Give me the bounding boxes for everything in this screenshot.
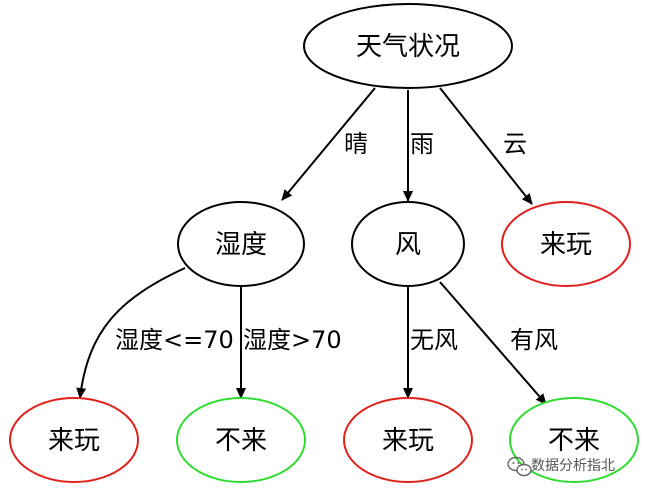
wechat-icon [507,456,532,477]
edge-label-rainy: 雨 [410,130,434,158]
node-play-no-wind-label: 来玩 [382,426,434,456]
node-play-cloudy: 来玩 [501,201,631,287]
node-play-low-humidity: 来玩 [9,397,139,483]
node-noplay-high-humidity-shape [176,397,306,483]
node-play-cloudy-shape [501,201,631,287]
edge-label-cloudy: 云 [503,130,527,158]
edge-label-humidity-high: 湿度>70 [243,326,342,354]
edge-labels: 晴 雨 云 湿度<=70 湿度>70 无风 有风 [115,130,558,354]
edge-wind-windy [439,281,547,405]
node-noplay-high-humidity: 不来 [176,397,306,483]
node-play-no-wind: 来玩 [343,397,473,483]
node-noplay-high-humidity-label: 不来 [215,426,267,456]
node-play-low-humidity-label: 来玩 [48,426,100,456]
node-weather-shape [303,3,513,89]
node-weather-label: 天气状况 [356,32,460,62]
watermark-text: 数据分析指北 [531,458,615,474]
node-humidity-shape [177,201,305,287]
node-wind-label: 风 [395,230,421,260]
node-play-no-wind-shape [343,397,473,483]
edge-label-humidity-low: 湿度<=70 [115,326,234,354]
node-play-cloudy-label: 来玩 [540,230,592,260]
edge-label-sunny: 晴 [344,130,368,158]
node-noplay-windy-shape [509,397,639,483]
node-humidity-label: 湿度 [215,230,267,260]
edges [76,87,547,405]
node-wind-shape [351,201,465,287]
node-weather: 天气状况 [303,3,513,89]
node-play-low-humidity-shape [9,397,139,483]
edge-humidity-low [76,267,186,399]
node-noplay-windy-label: 不来 [548,426,600,456]
edge-weather-cloudy [439,87,533,205]
edge-label-windy: 有风 [510,326,558,354]
watermark: 数据分析指北 [507,456,615,477]
node-noplay-windy: 不来 [509,397,639,483]
node-wind: 风 [351,201,465,287]
edge-weather-humidity [281,87,376,201]
node-humidity: 湿度 [177,201,305,287]
edge-label-no-wind: 无风 [410,326,458,354]
